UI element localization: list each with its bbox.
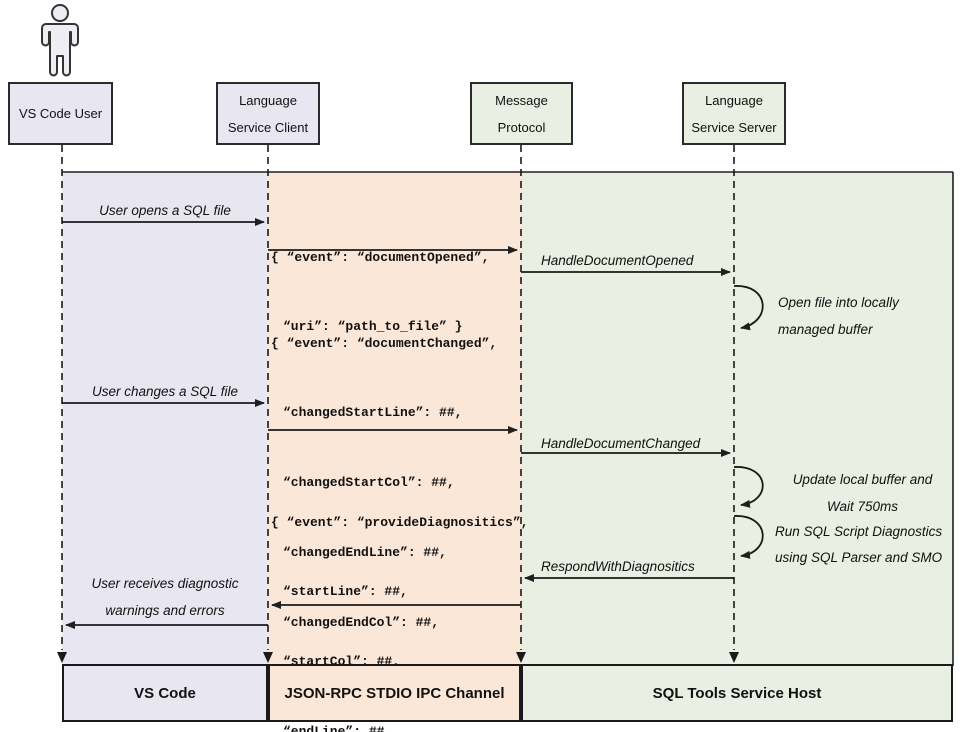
participant-vscode-user: VS Code User	[8, 82, 113, 145]
footer-vs-code: VS Code	[62, 664, 268, 722]
lane-border	[62, 171, 954, 666]
participant-label: Message	[495, 92, 548, 108]
user-actor-icon	[41, 4, 79, 77]
lane-vscode	[62, 172, 268, 722]
label-user-opens: User opens a SQL file	[99, 203, 231, 218]
lifeline-end-arrowheads	[57, 652, 739, 663]
self-loop-open-buffer	[733, 285, 764, 331]
footer-sql-tools-host: SQL Tools Service Host	[521, 664, 953, 722]
label-respond-with-diagnostics: RespondWithDiagnositics	[541, 559, 695, 574]
participant-language-service-server: Language Service Server	[682, 82, 786, 145]
participant-label: Protocol	[497, 119, 546, 135]
participant-label: VS Code User	[18, 106, 103, 121]
label-handle-document-opened: HandleDocumentOpened	[541, 253, 694, 268]
participant-label: Language	[705, 92, 763, 108]
payload-document-opened: { “event”: “documentOpened”, “uri”: “pat…	[271, 249, 490, 335]
participant-label: Service Server	[691, 119, 777, 135]
footer-json-rpc-channel: JSON-RPC STDIO IPC Channel	[268, 664, 521, 722]
note-update-buffer: Update local buffer and Wait 750ms	[792, 472, 933, 514]
participant-label: Language	[239, 92, 297, 108]
self-loop-update-buffer	[733, 466, 764, 508]
lane-json-rpc-channel	[268, 172, 521, 722]
label-user-receives: User receives diagnostic warnings and er…	[91, 576, 239, 618]
note-open-buffer: Open file into locally managed buffer	[778, 295, 899, 337]
label-user-changes: User changes a SQL file	[91, 384, 239, 399]
note-run-diagnostics: Run SQL Script Diagnostics using SQL Par…	[775, 524, 943, 565]
participant-language-service-client: Language Service Client	[216, 82, 320, 145]
lane-sql-tools-host	[521, 172, 953, 722]
label-handle-document-changed: HandleDocumentChanged	[541, 436, 701, 451]
participant-message-protocol: Message Protocol	[470, 82, 573, 145]
self-loop-run-diagnostics	[733, 515, 764, 559]
participant-label: Service Client	[227, 119, 309, 135]
